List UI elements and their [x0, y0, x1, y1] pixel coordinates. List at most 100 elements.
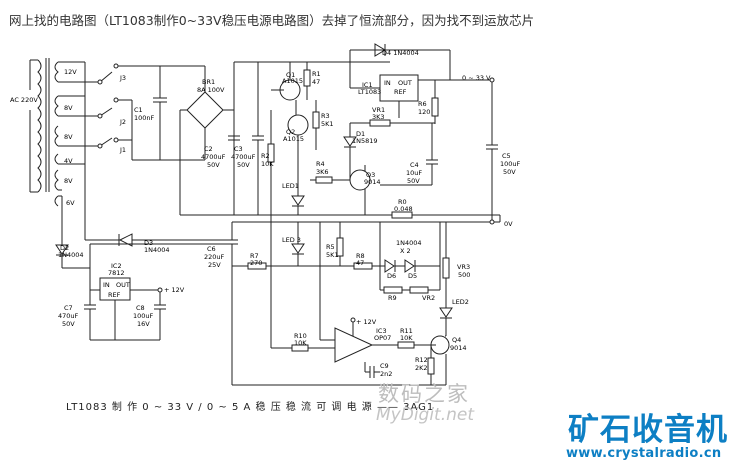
diode-d6 [384, 259, 395, 273]
label-ic2-in: IN [103, 281, 110, 289]
label-vr2: VR2 [422, 294, 435, 302]
diode-d4 [374, 43, 386, 57]
label-c6v2: 25V [208, 261, 221, 269]
label-w6: 6V [66, 199, 75, 207]
label-q1t: A1015 [282, 77, 303, 85]
label-r8v: 47 [356, 259, 364, 267]
transformer-primary-coil [37, 59, 42, 193]
label-c9v: 2n2 [380, 370, 392, 378]
label-ic1: IC1 [362, 81, 373, 89]
label-d3t: 1N4004 [144, 246, 170, 254]
label-d2t: 1N4004 [58, 251, 84, 259]
label-c6: C6 [207, 245, 216, 253]
label-c8: C8 [136, 304, 145, 312]
label-r0: R0 [398, 198, 407, 206]
label-r8: R8 [356, 252, 365, 260]
label-vr3: VR3 [457, 263, 470, 271]
label-r0v: 0.048 [394, 205, 413, 213]
label-c5v2: 50V [503, 168, 516, 176]
label-r10: R10 [294, 332, 307, 340]
label-c5: C5 [502, 152, 511, 160]
label-c3v: 4700uF [231, 153, 256, 161]
secondary-coil-8v-c [54, 169, 59, 191]
label-q3: Q3 [366, 171, 375, 179]
label-out-plus: 0 ~ 33 V [462, 74, 491, 82]
label-plus12b: + 12V [356, 318, 377, 326]
brand-logo-text: 矿石收音机 [568, 412, 728, 448]
label-w8a: 8V [64, 104, 73, 112]
label-c2: C2 [204, 145, 213, 153]
label-c1v: 100nF [134, 114, 155, 122]
label-j1: J1 [119, 146, 126, 154]
label-ic1-ref: REF [394, 88, 407, 96]
label-d6: D6 [387, 272, 396, 280]
resistor-r0 [391, 211, 413, 219]
watermark-mydigit-en: MyDigit.net [376, 405, 475, 425]
resistor-r11 [397, 341, 415, 349]
label-c2v2: 50V [207, 161, 220, 169]
label-vr1v: 3K3 [372, 113, 385, 121]
label-d3: D3 [144, 239, 153, 247]
label-ic3t: OP07 [374, 334, 391, 342]
label-w12: 12V [64, 68, 77, 76]
label-c3: C3 [234, 145, 243, 153]
label-q1: Q1 [286, 71, 295, 79]
label-d5: D5 [408, 272, 417, 280]
switch-j3 [99, 71, 113, 83]
ic3-opamp [334, 327, 374, 363]
label-ic2: IC2 [111, 262, 122, 270]
watermark-mydigit-cn: 数码之家 [378, 382, 470, 406]
label-led2: LED2 [452, 298, 469, 306]
label-r1v: 47 [312, 78, 320, 86]
label-r3: R3 [321, 112, 330, 120]
label-d56: 1N4004 [396, 239, 422, 247]
secondary-coil-8v-b [54, 125, 59, 147]
label-q2t: A1015 [283, 135, 304, 143]
label-c1: C1 [134, 106, 143, 114]
label-w8b: 8V [64, 133, 73, 141]
resistor-r6 [431, 97, 439, 117]
label-w8c: 8V [64, 177, 73, 185]
label-r7: R7 [250, 252, 259, 260]
label-d56x: X 2 [400, 247, 411, 255]
label-r2: R2 [261, 152, 270, 160]
secondary-coil-4v [54, 153, 59, 165]
label-r11: R11 [400, 327, 413, 335]
label-r3v: 5K1 [321, 120, 334, 128]
label-j3: J3 [119, 74, 126, 82]
label-c7: C7 [64, 304, 73, 312]
brand-url: www.crystalradio.cn [566, 446, 722, 461]
resistor-r4 [315, 176, 333, 184]
label-ic1t: LT1083 [358, 88, 381, 96]
potentiometer-vr2 [409, 286, 429, 294]
resistor-r1 [303, 69, 311, 87]
label-r12v: 2K2 [415, 364, 428, 372]
label-ic2-ref: REF [108, 291, 121, 299]
label-d2: D2 [60, 244, 69, 252]
label-d1t: 1N5819 [352, 137, 378, 145]
label-c8v2: 16V [137, 320, 150, 328]
label-c5v: 100uF [500, 160, 521, 168]
label-q4: Q4 [452, 336, 461, 344]
transistor-q3 [349, 169, 371, 191]
led2-symbol [439, 307, 453, 318]
label-c8v: 100uF [133, 312, 154, 320]
label-ic1-in: IN [384, 79, 391, 87]
label-w4: 4V [64, 157, 73, 165]
label-q4t: 9014 [450, 344, 467, 352]
label-c6v: 220uF [204, 253, 225, 261]
label-r1: R1 [312, 70, 321, 78]
label-plus12a: + 12V [164, 286, 185, 294]
diode-d1 [343, 136, 357, 147]
secondary-coil-12v [54, 61, 59, 83]
label-r9: R9 [388, 294, 397, 302]
label-ac-in: AC 220V [10, 96, 38, 104]
label-q3t: 9014 [364, 178, 381, 186]
label-c7v2: 50V [62, 320, 75, 328]
resistor-r12 [427, 357, 435, 375]
label-ic3: IC3 [376, 327, 387, 335]
bridge-rectifier-br1 [186, 91, 224, 129]
secondary-coil-6v [54, 195, 59, 207]
label-r7v: 270 [250, 259, 262, 267]
